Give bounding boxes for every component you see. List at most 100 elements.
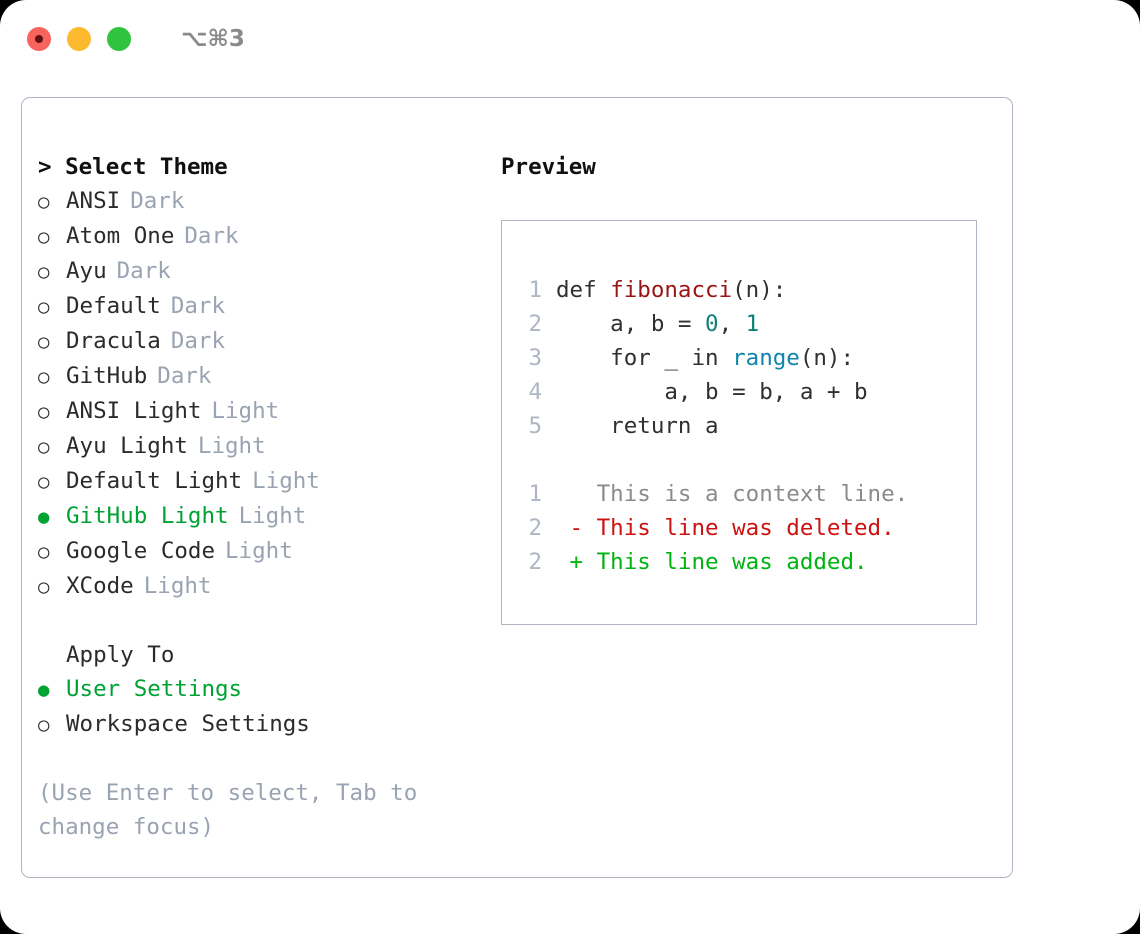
theme-variant-tag: Dark: [116, 258, 171, 284]
title-bar: ⌥⌘3: [0, 0, 1140, 78]
diff-line-ctx: 1 This is a context line.: [518, 477, 908, 511]
theme-option-label: Dracula: [66, 328, 161, 354]
radio-unselected-icon: ○: [38, 541, 50, 563]
zoom-button[interactable]: [107, 27, 131, 51]
code-token: 0: [705, 311, 719, 337]
theme-variant-tag: Light: [225, 538, 293, 564]
spacer: [38, 742, 478, 776]
theme-option-ayu[interactable]: ○ Ayu Dark: [38, 254, 478, 289]
code-line: 4 a, b = b, a + b: [518, 375, 908, 409]
theme-option-default-light[interactable]: ○ Default Light Light: [38, 464, 478, 499]
code-line: 2 a, b = 0, 1: [518, 307, 908, 341]
theme-option-label: ANSI Light: [66, 398, 202, 424]
diff-line-del: 2 - This line was deleted.: [518, 511, 908, 545]
theme-variant-tag: Light: [197, 433, 266, 459]
radio-unselected-icon: ○: [38, 331, 50, 353]
apply-to-option-label: User Settings: [66, 676, 243, 702]
code-blank-line: [518, 443, 908, 477]
code-line-text: for _ in range(n):: [556, 341, 854, 375]
caret-marker: >: [38, 154, 52, 180]
apply-to-option-label: Workspace Settings: [66, 711, 310, 737]
radio-unselected-icon: ○: [38, 261, 50, 283]
keyboard-hint-text: (Use Enter to select, Tab to change focu…: [38, 780, 418, 840]
theme-variant-tag: Light: [238, 503, 307, 529]
theme-option-label: Atom One: [66, 223, 175, 249]
radio-unselected-icon: ○: [38, 471, 50, 493]
select-theme-heading: > Select Theme: [38, 150, 478, 184]
theme-variant-tag: Dark: [157, 363, 212, 389]
code-token: range: [732, 345, 800, 371]
close-button[interactable]: [27, 27, 51, 51]
theme-variant-tag: Dark: [184, 223, 239, 249]
radio-unselected-icon: ○: [38, 576, 50, 598]
preview-heading: Preview: [501, 154, 596, 180]
apply-to-option-user-settings[interactable]: ● User Settings: [38, 672, 478, 707]
line-number: 2: [528, 311, 542, 337]
diff-line-text: - This line was deleted.: [556, 515, 895, 541]
line-number: 2: [528, 515, 542, 541]
radio-selected-icon: ●: [38, 679, 50, 701]
minimize-button[interactable]: [67, 27, 91, 51]
line-number: 1: [528, 481, 542, 507]
code-token: a, b =: [556, 311, 706, 337]
traffic-lights: [27, 27, 131, 51]
code-line-text: a, b = 0, 1: [556, 307, 759, 341]
code-token: (n):: [732, 277, 787, 303]
code-line-text: a, b = b, a + b: [556, 375, 868, 409]
apply-to-option-workspace-settings[interactable]: ○ Workspace Settings: [38, 707, 478, 742]
theme-option-label: XCode: [66, 573, 134, 599]
select-theme-heading-label: Select Theme: [65, 154, 228, 180]
theme-option-label: ANSI: [66, 188, 121, 214]
code-line-text: return a: [556, 409, 718, 443]
theme-option-label: Ayu Light: [66, 433, 188, 459]
code-token: def: [556, 277, 611, 303]
theme-variant-tag: Dark: [170, 293, 226, 319]
apply-to-list: ● User Settings ○ Workspace Settings: [38, 672, 478, 742]
code-token: ,: [718, 311, 746, 337]
theme-option-label: Ayu: [66, 258, 107, 284]
theme-option-label: Default Light: [66, 468, 243, 494]
theme-variant-tag: Light: [252, 468, 320, 494]
code-line: 3 for _ in range(n):: [518, 341, 908, 375]
spacer: [38, 604, 478, 638]
radio-unselected-icon: ○: [38, 296, 50, 318]
diff-line-add: 2 + This line was added.: [518, 545, 908, 579]
radio-unselected-icon: ○: [38, 436, 50, 458]
code-token: 1: [745, 311, 760, 337]
keyboard-shortcut-label: ⌥⌘3: [181, 26, 245, 52]
code-token: a, b = b, a + b: [556, 379, 868, 405]
diff-line-text: This is a context line.: [556, 481, 909, 507]
theme-option-ayu-light[interactable]: ○ Ayu Light Light: [38, 429, 478, 464]
theme-variant-tag: Light: [211, 398, 280, 424]
theme-option-github[interactable]: ○ GitHub Dark: [38, 359, 478, 394]
code-token: for _ in: [556, 345, 733, 371]
code-token: fibonacci: [610, 277, 733, 303]
radio-unselected-icon: ○: [38, 226, 50, 248]
radio-unselected-icon: ○: [38, 714, 50, 736]
diff-line-text: + This line was added.: [556, 549, 868, 575]
code-line: 5 return a: [518, 409, 908, 443]
radio-unselected-icon: ○: [38, 191, 50, 213]
line-number: 2: [528, 549, 542, 575]
radio-unselected-icon: ○: [38, 366, 50, 388]
apply-to-heading: Apply To: [66, 642, 175, 668]
theme-variant-tag: Light: [143, 573, 212, 599]
line-number: 3: [528, 345, 542, 371]
theme-option-ansi[interactable]: ○ ANSI Dark: [38, 184, 478, 219]
theme-variant-tag: Dark: [130, 188, 185, 214]
theme-option-xcode[interactable]: ○ XCode Light: [38, 569, 478, 604]
theme-option-atom-one[interactable]: ○ Atom One Dark: [38, 219, 478, 254]
line-number: 5: [528, 413, 542, 439]
radio-selected-icon: ●: [38, 506, 50, 528]
theme-option-label: GitHub: [66, 363, 148, 389]
